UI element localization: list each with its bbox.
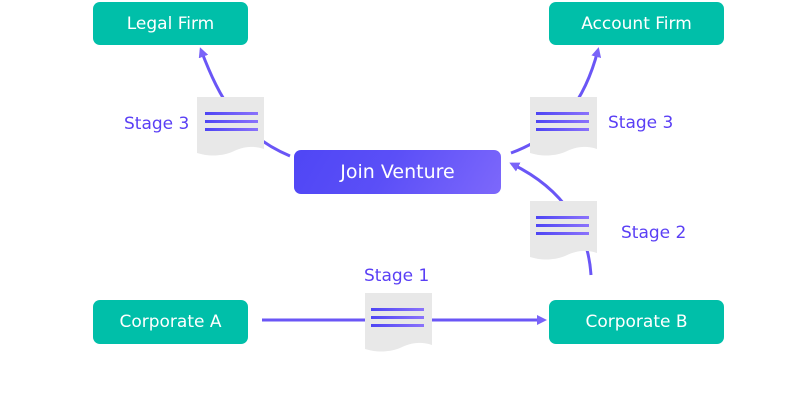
stage-label-3-left: Stage 3 [124,114,190,134]
document-icon-stage1 [365,293,432,352]
node-account-firm-label: Account Firm [581,13,692,34]
node-corporate-b-label: Corporate B [585,312,688,332]
document-icon-stage2 [530,201,597,260]
document-icon-stage3-right [530,97,597,156]
stage-label-3-right: Stage 3 [608,113,674,133]
node-corporate-a[interactable]: Corporate A [93,300,248,344]
node-corporate-b[interactable]: Corporate B [549,300,724,344]
node-join-venture[interactable]: Join Venture [294,150,501,194]
node-corporate-a-label: Corporate A [119,312,222,332]
node-legal-firm-label: Legal Firm [126,13,215,34]
node-join-venture-label: Join Venture [340,161,455,183]
stage-label-1: Stage 1 [364,266,430,286]
node-account-firm[interactable]: Account Firm [549,2,724,45]
stage-label-2: Stage 2 [621,223,687,243]
node-legal-firm[interactable]: Legal Firm [93,2,248,45]
document-icon-stage3-left [197,97,264,156]
